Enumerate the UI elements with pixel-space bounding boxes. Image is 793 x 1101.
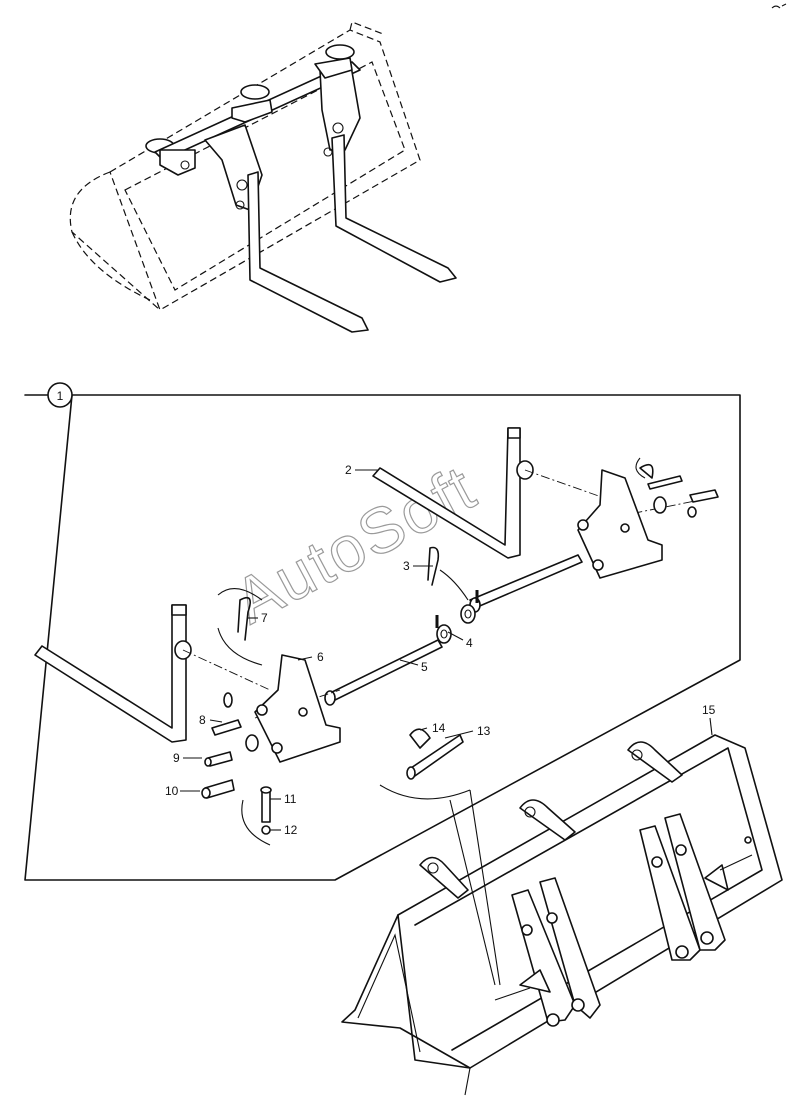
callout-14: 14 xyxy=(432,721,446,735)
callout-5: 5 xyxy=(421,660,428,674)
bucket-assembly xyxy=(341,734,783,1096)
cotter-pin-detail xyxy=(427,546,469,601)
callout-6: 6 xyxy=(317,650,324,664)
callout-11: 11 xyxy=(284,792,297,806)
leader-lines xyxy=(180,469,713,831)
callout-12: 12 xyxy=(284,823,298,837)
lock-pin-detail xyxy=(379,728,501,986)
callout-labels: 2 3 4 5 6 7 8 9 10 11 12 13 14 15 xyxy=(165,463,716,837)
corner-mark xyxy=(771,3,787,9)
callout-10: 10 xyxy=(165,784,179,798)
cross-shaft xyxy=(324,554,583,706)
callout-2: 2 xyxy=(345,463,352,477)
group-badge-label: 1 xyxy=(57,389,64,403)
group-badge xyxy=(47,382,73,408)
callout-3: 3 xyxy=(403,559,410,573)
exploded-group-frame: 1 xyxy=(24,382,741,881)
right-fork-assembly xyxy=(372,427,719,579)
watermark-text: AutoSoft xyxy=(223,451,488,637)
callout-13: 13 xyxy=(477,724,491,738)
callout-4: 4 xyxy=(466,636,473,650)
callout-8: 8 xyxy=(199,713,206,727)
callout-7: 7 xyxy=(261,611,268,625)
left-fork-assembly xyxy=(34,588,341,846)
assembled-fork-bucket-view xyxy=(69,21,457,333)
callout-9: 9 xyxy=(173,751,180,765)
callout-15: 15 xyxy=(702,703,716,717)
